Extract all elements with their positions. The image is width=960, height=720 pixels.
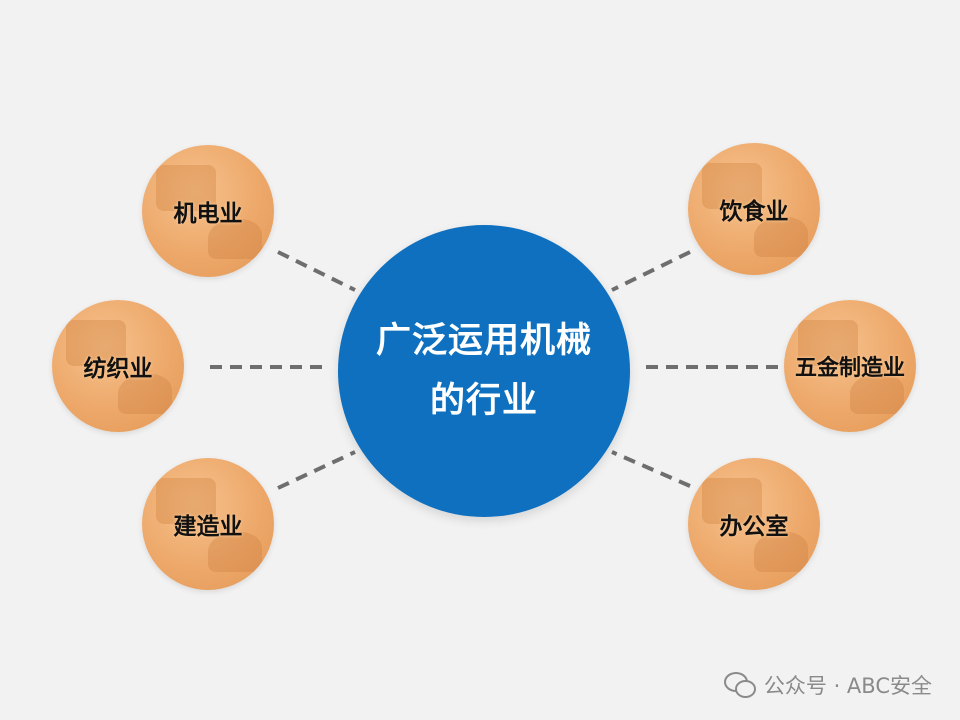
watermark-text: 公众号 · ABC安全: [763, 674, 932, 698]
industry-label: 五金制造业: [794, 356, 905, 381]
industry-label: 建造业: [173, 514, 243, 540]
industry-label: 纺织业: [83, 356, 153, 382]
industry-label: 办公室: [719, 514, 789, 540]
center-title-line2: 的行业: [429, 381, 538, 421]
industry-node-wujin: 五金制造业: [784, 300, 916, 432]
industry-node-bangong: 办公室: [688, 458, 820, 590]
connector-bangong: [611, 450, 691, 488]
industry-label: 机电业: [173, 201, 243, 227]
industry-node-jianzao: 建造业: [142, 458, 274, 590]
industry-node-jidian: 机电业: [142, 145, 274, 277]
center-title: 广泛运用机械 的行业: [369, 311, 599, 431]
connector-yinshi: [611, 250, 691, 292]
industry-node-fangzhi: 纺织业: [52, 300, 184, 432]
center-title-line1: 广泛运用机械: [375, 321, 592, 361]
watermark: 公众号 · ABC安全: [723, 670, 932, 700]
center-node: 广泛运用机械 的行业: [338, 225, 630, 517]
wechat-icon: [723, 672, 756, 698]
industry-node-yinshi: 饮食业: [688, 143, 820, 275]
industry-label: 饮食业: [719, 199, 789, 225]
connector-jianzao: [277, 450, 356, 490]
connector-jidian: [277, 250, 356, 292]
